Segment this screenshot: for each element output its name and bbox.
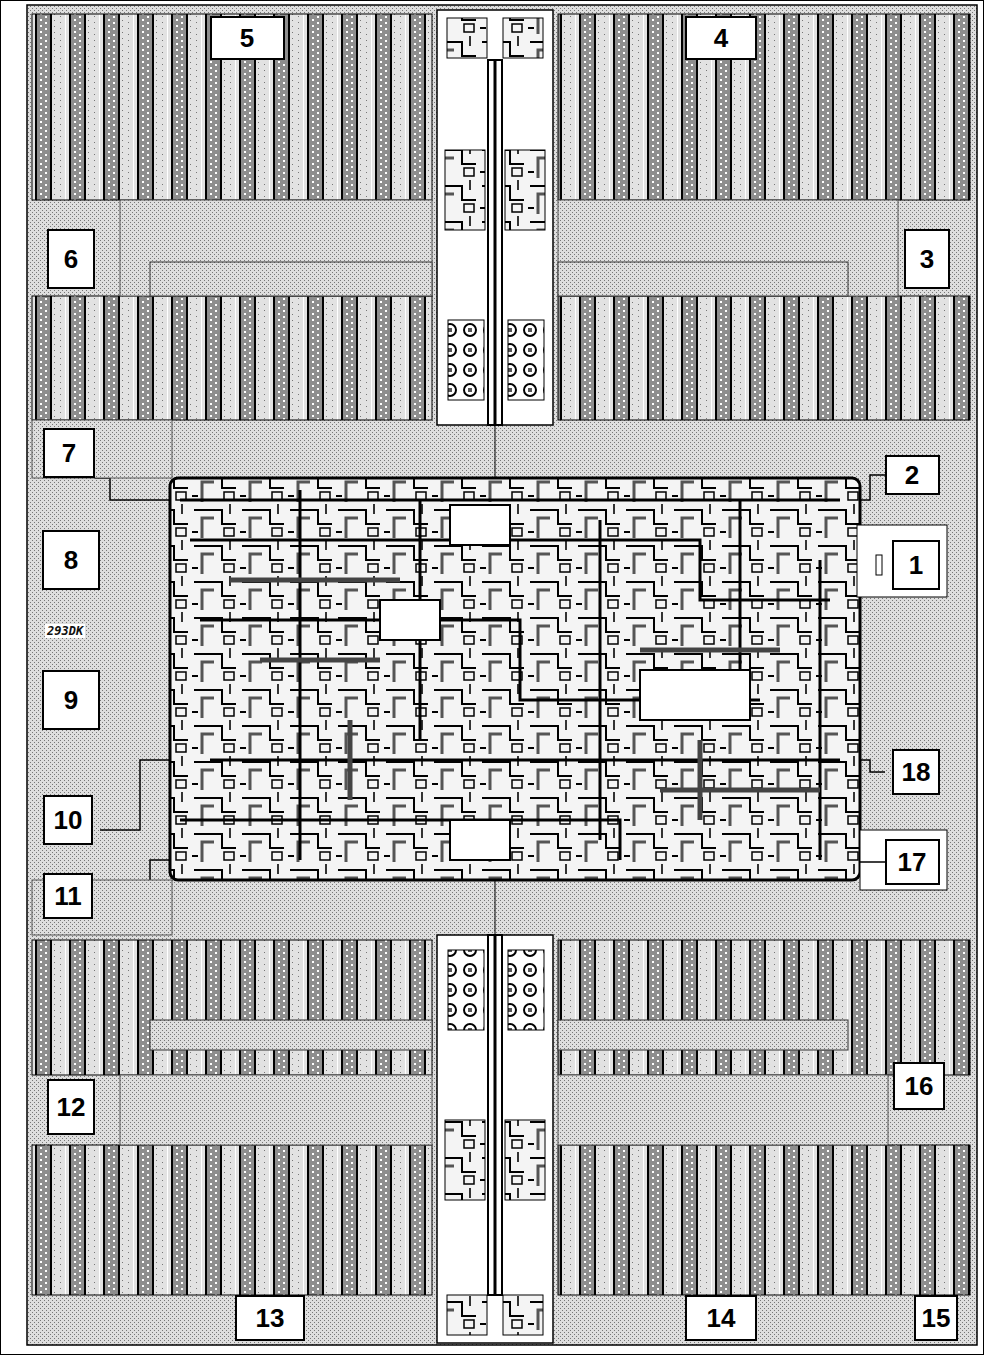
driver-cell xyxy=(503,1295,543,1335)
power-fingers xyxy=(558,1145,970,1295)
logic-block xyxy=(170,478,860,880)
bus-line xyxy=(494,60,497,425)
bond-pad: 2 xyxy=(885,455,940,495)
pin-number: 4 xyxy=(714,25,728,51)
pad-surround xyxy=(860,830,947,890)
pin-number: 12 xyxy=(57,1094,86,1120)
bond-pad: 17 xyxy=(885,839,940,885)
bus-line xyxy=(488,60,502,425)
bus-band xyxy=(558,200,898,296)
pad-marker xyxy=(876,555,882,575)
resistor-chain xyxy=(448,320,484,400)
logic-cell xyxy=(450,820,510,860)
bus-band xyxy=(32,420,172,478)
pin-number: 17 xyxy=(898,849,927,875)
pin-number: 11 xyxy=(54,883,82,909)
bond-pad: 4 xyxy=(685,16,757,60)
resistor-chain xyxy=(448,950,484,1030)
pin-number: 1 xyxy=(909,552,923,578)
bond-pad: 13 xyxy=(235,1295,305,1341)
die-marking: 293DK xyxy=(45,624,85,638)
bond-pad: 6 xyxy=(47,229,95,289)
driver-strip xyxy=(437,10,553,425)
bus-band xyxy=(558,1020,848,1050)
driver-cell xyxy=(503,18,543,58)
logic-cell xyxy=(450,505,510,545)
pin-number: 7 xyxy=(62,440,76,466)
bond-pad: 10 xyxy=(43,795,93,845)
power-fingers xyxy=(32,14,432,200)
power-fingers xyxy=(558,14,970,200)
driver-cell xyxy=(505,150,545,230)
pad-surround xyxy=(857,525,947,597)
pin-number: 6 xyxy=(64,246,78,272)
bus-band xyxy=(150,262,432,296)
bus-band xyxy=(120,200,432,296)
pin-number: 3 xyxy=(920,246,934,272)
bond-pad: 8 xyxy=(42,530,100,590)
bus-band xyxy=(558,1075,888,1145)
logic-cell xyxy=(640,670,750,720)
bond-pad: 5 xyxy=(210,16,285,60)
pin-number: 14 xyxy=(707,1305,736,1331)
bond-pad: 1 xyxy=(892,540,940,590)
die-ground xyxy=(27,5,977,1345)
pin-number: 13 xyxy=(256,1305,285,1331)
pin-number: 10 xyxy=(54,807,83,833)
bond-pad: 18 xyxy=(892,749,940,795)
bond-pad: 15 xyxy=(914,1295,958,1341)
bond-pad: 14 xyxy=(685,1295,757,1341)
bond-pad: 16 xyxy=(893,1062,945,1110)
pin-number: 2 xyxy=(905,462,919,488)
bond-pad: 9 xyxy=(42,670,100,730)
metal-wire xyxy=(230,580,820,820)
logic-cell xyxy=(380,600,440,640)
pin-number: 9 xyxy=(64,687,78,713)
driver-cell xyxy=(505,1120,545,1200)
driver-cell xyxy=(445,150,485,230)
bond-pad: 12 xyxy=(47,1079,95,1135)
pin-number: 15 xyxy=(922,1305,951,1331)
driver-cell xyxy=(447,1295,487,1335)
power-fingers xyxy=(32,940,432,1075)
pin-number: 18 xyxy=(902,759,931,785)
power-fingers xyxy=(558,940,970,1075)
power-fingers xyxy=(32,1145,432,1295)
pin-number: 5 xyxy=(240,25,254,51)
pin-number: 8 xyxy=(64,547,78,573)
bond-pad: 11 xyxy=(43,873,93,919)
bond-wire xyxy=(95,475,885,896)
bond-pad: 3 xyxy=(904,229,950,289)
driver-strip xyxy=(437,935,553,1343)
driver-cell xyxy=(445,1120,485,1200)
bus-band xyxy=(558,262,848,296)
power-fingers xyxy=(558,296,970,420)
driver-cell xyxy=(447,18,487,58)
resistor-chain xyxy=(508,950,544,1030)
bus-line xyxy=(494,935,497,1295)
bond-pad: 7 xyxy=(43,428,95,478)
pin-number: 16 xyxy=(905,1073,934,1099)
metal-wire xyxy=(180,490,840,860)
resistor-chain xyxy=(508,320,544,400)
power-fingers xyxy=(32,296,432,420)
bus-band xyxy=(120,1075,432,1145)
bus-band xyxy=(150,1020,432,1050)
bus-line xyxy=(488,935,502,1295)
